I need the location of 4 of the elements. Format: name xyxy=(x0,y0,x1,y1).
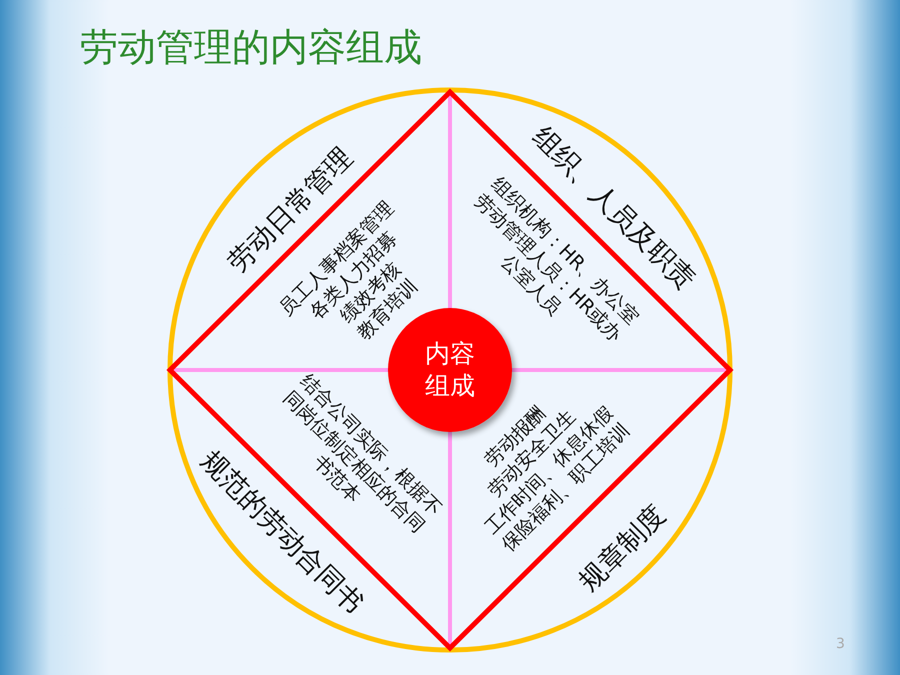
page-number: 3 xyxy=(836,636,845,652)
center-label: 内容组成 xyxy=(424,338,476,402)
slide-title: 劳动管理的内容组成 xyxy=(80,24,422,71)
section-heading: 规章制度 xyxy=(572,498,672,599)
